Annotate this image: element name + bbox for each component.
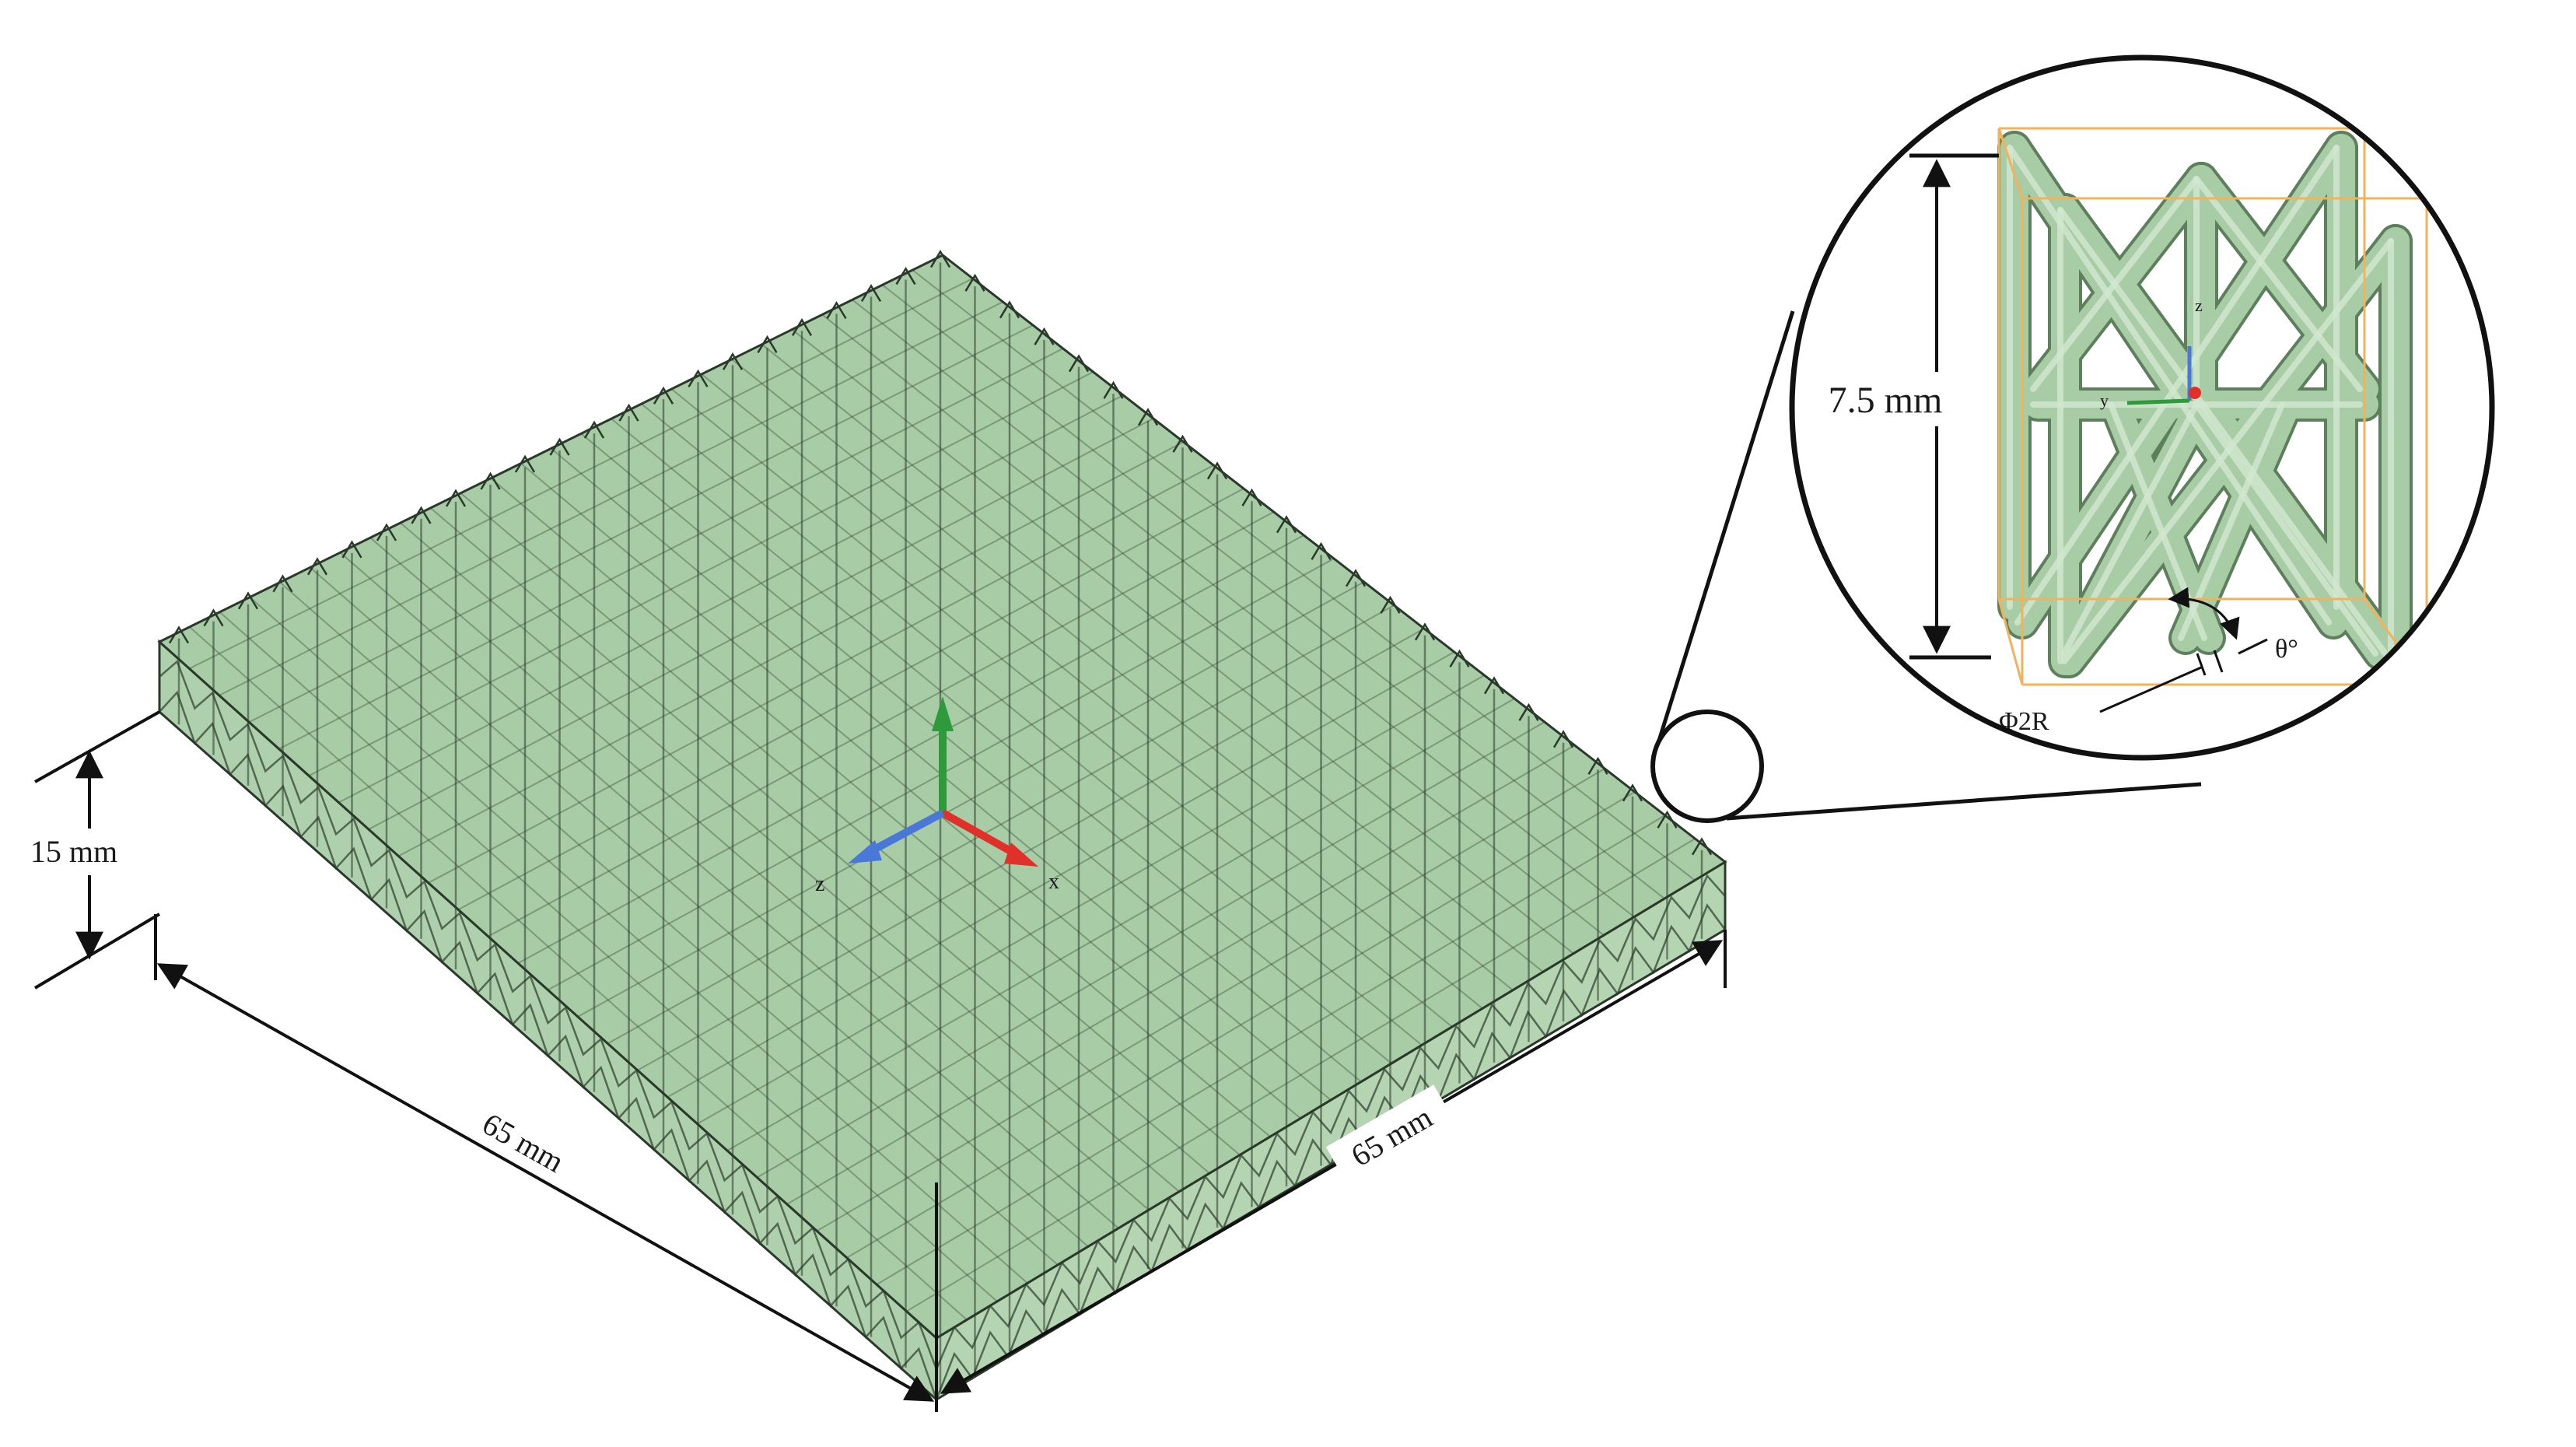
unit-cell-strut-highlight xyxy=(2061,401,2200,657)
magnifier-border xyxy=(1789,54,2495,761)
axis-z-label: z xyxy=(815,872,824,896)
zoom-callout xyxy=(1650,310,2202,823)
unit-cell-strut-highlight xyxy=(2030,176,2200,392)
strut-diameter-tick-a xyxy=(2196,653,2207,676)
unit-cell-y-label: y xyxy=(2100,391,2109,410)
unit-cell-axis-y xyxy=(2126,398,2190,405)
unit-cell-magnifier: z y 7.5 mm θ° Φ2R xyxy=(1789,54,2495,761)
lattice-block xyxy=(157,250,1727,1403)
cell-height-dimension: 7.5 mm xyxy=(1801,153,1999,660)
height-extension-top xyxy=(34,710,160,783)
axis-y-arrowhead xyxy=(932,696,954,731)
cell-height-label: 7.5 mm xyxy=(1829,380,1943,421)
zoom-connector-lower xyxy=(1726,782,2202,821)
axis-z-arrowhead xyxy=(848,840,882,864)
strut-diameter-tick-b xyxy=(2213,650,2224,673)
length-left-dimension-line xyxy=(156,963,935,1402)
height-dimension: 15 mm xyxy=(16,710,161,990)
zoom-connector-upper xyxy=(1657,310,1795,741)
strut-diameter-leader xyxy=(2099,666,2202,713)
unit-cell-z-label: z xyxy=(2195,296,2203,315)
zoom-source-circle xyxy=(1650,709,1764,823)
height-label: 15 mm xyxy=(30,834,117,869)
bounding-box-edge xyxy=(1997,128,2024,199)
strut-angle-annotation: θ° xyxy=(2168,587,2298,664)
bounding-box-edge xyxy=(1997,598,2024,685)
length-right-dimension-line xyxy=(940,940,1724,1394)
axis-x-label: x xyxy=(1048,870,1059,894)
strut-angle-arc xyxy=(2168,587,2240,640)
height-extension-bottom xyxy=(33,913,161,990)
strut-angle-label: θ° xyxy=(2275,635,2298,664)
unit-cell-strut-highlight xyxy=(2193,401,2378,657)
unit-cell-strut-highlight xyxy=(2193,176,2363,392)
unit-cell-strut-highlight xyxy=(2007,145,2332,625)
strut-angle-leader xyxy=(2238,638,2268,655)
coordinate-triad: x z xyxy=(815,696,1059,896)
axis-z-arrow xyxy=(867,809,945,856)
unit-cell-strut xyxy=(2024,165,2215,403)
unit-cell-axis-x xyxy=(2189,387,2201,399)
unit-cell-model xyxy=(1997,131,2413,678)
unit-cell-triad: z y xyxy=(2100,296,2203,410)
axis-x-arrow xyxy=(940,809,1021,860)
unit-cell-strut xyxy=(2055,391,2215,667)
axis-x-arrowhead xyxy=(1004,843,1038,867)
unit-cell-strut-highlight xyxy=(2014,145,2340,625)
